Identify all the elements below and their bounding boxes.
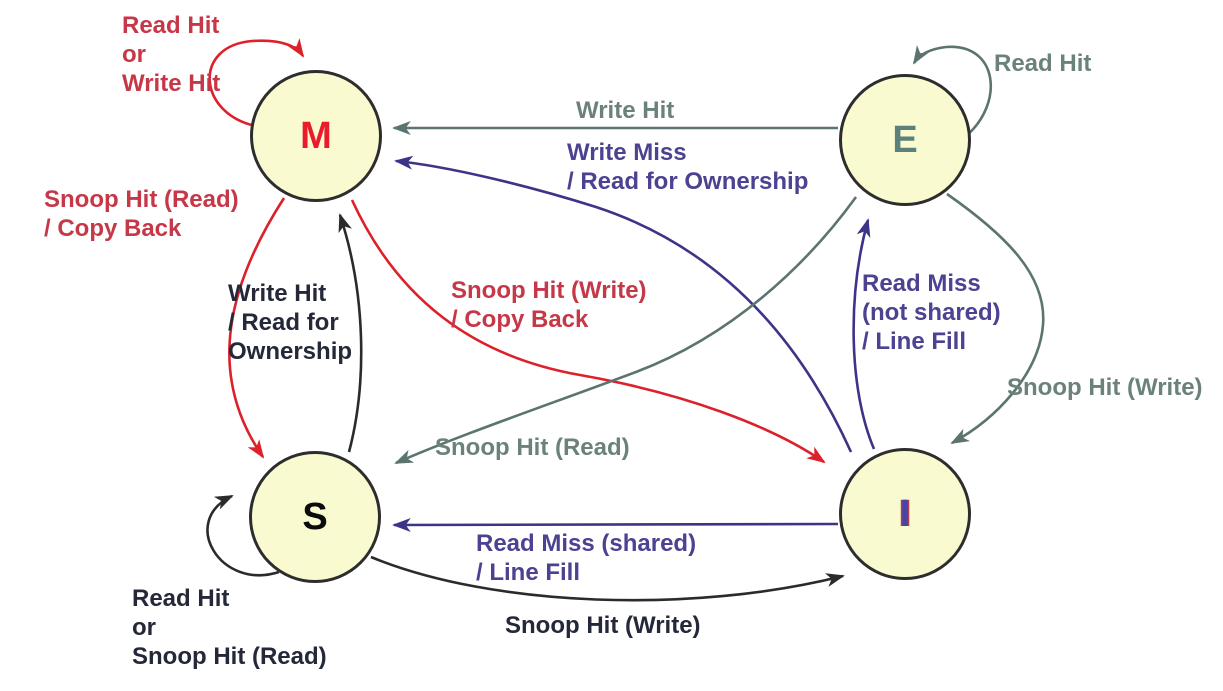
arrow-m-self-loop <box>208 38 305 128</box>
state-node-modified: M <box>250 70 382 202</box>
arrow-i-to-e <box>852 218 876 450</box>
arrow-s-to-m <box>338 213 363 453</box>
transition-label-e-self: Read Hit <box>994 50 1092 77</box>
arrow-m-to-s <box>228 197 286 459</box>
transition-label-s-to-m: Write Hit / Read for Ownership <box>228 280 353 365</box>
transition-label-e-to-i: Snoop Hit (Write) <box>1007 374 1203 401</box>
arrow-s-self-loop <box>206 494 280 577</box>
state-label-m: M <box>300 114 332 157</box>
transition-label-s-to-i: Snoop Hit (Write) <box>505 612 701 639</box>
state-node-exclusive: E <box>839 74 971 206</box>
transition-label-s-self: Read Hit or Snoop Hit (Read) <box>132 585 327 670</box>
state-label-i: I <box>899 492 911 535</box>
state-label-s: S <box>302 495 328 538</box>
transition-label-e-to-m: Write Hit <box>576 97 675 124</box>
transition-label-i-to-s: Read Miss (shared) / Line Fill <box>476 530 697 586</box>
transition-label-m-to-i: Snoop Hit (Write) / Copy Back <box>451 277 647 333</box>
arrow-m-to-i <box>350 199 826 464</box>
state-label-e: E <box>892 118 918 161</box>
transition-label-m-to-s: Snoop Hit (Read) / Copy Back <box>44 186 239 242</box>
state-node-invalid: I <box>839 448 971 580</box>
transition-label-i-to-e: Read Miss (not shared) / Line Fill <box>862 270 1001 355</box>
state-node-shared: S <box>249 451 381 583</box>
arrow-i-to-s <box>392 517 839 532</box>
transition-label-i-to-m: Write Miss / Read for Ownership <box>567 139 809 195</box>
transition-label-m-self: Read Hit or Write Hit <box>122 12 221 97</box>
arrow-e-to-s <box>394 196 858 465</box>
transition-label-e-to-s: Snoop Hit (Read) <box>435 434 630 461</box>
arrow-i-to-m <box>394 155 853 453</box>
arrow-e-to-i <box>946 192 1045 445</box>
arrow-e-self-loop <box>912 45 992 137</box>
arrow-s-to-i <box>370 555 845 602</box>
